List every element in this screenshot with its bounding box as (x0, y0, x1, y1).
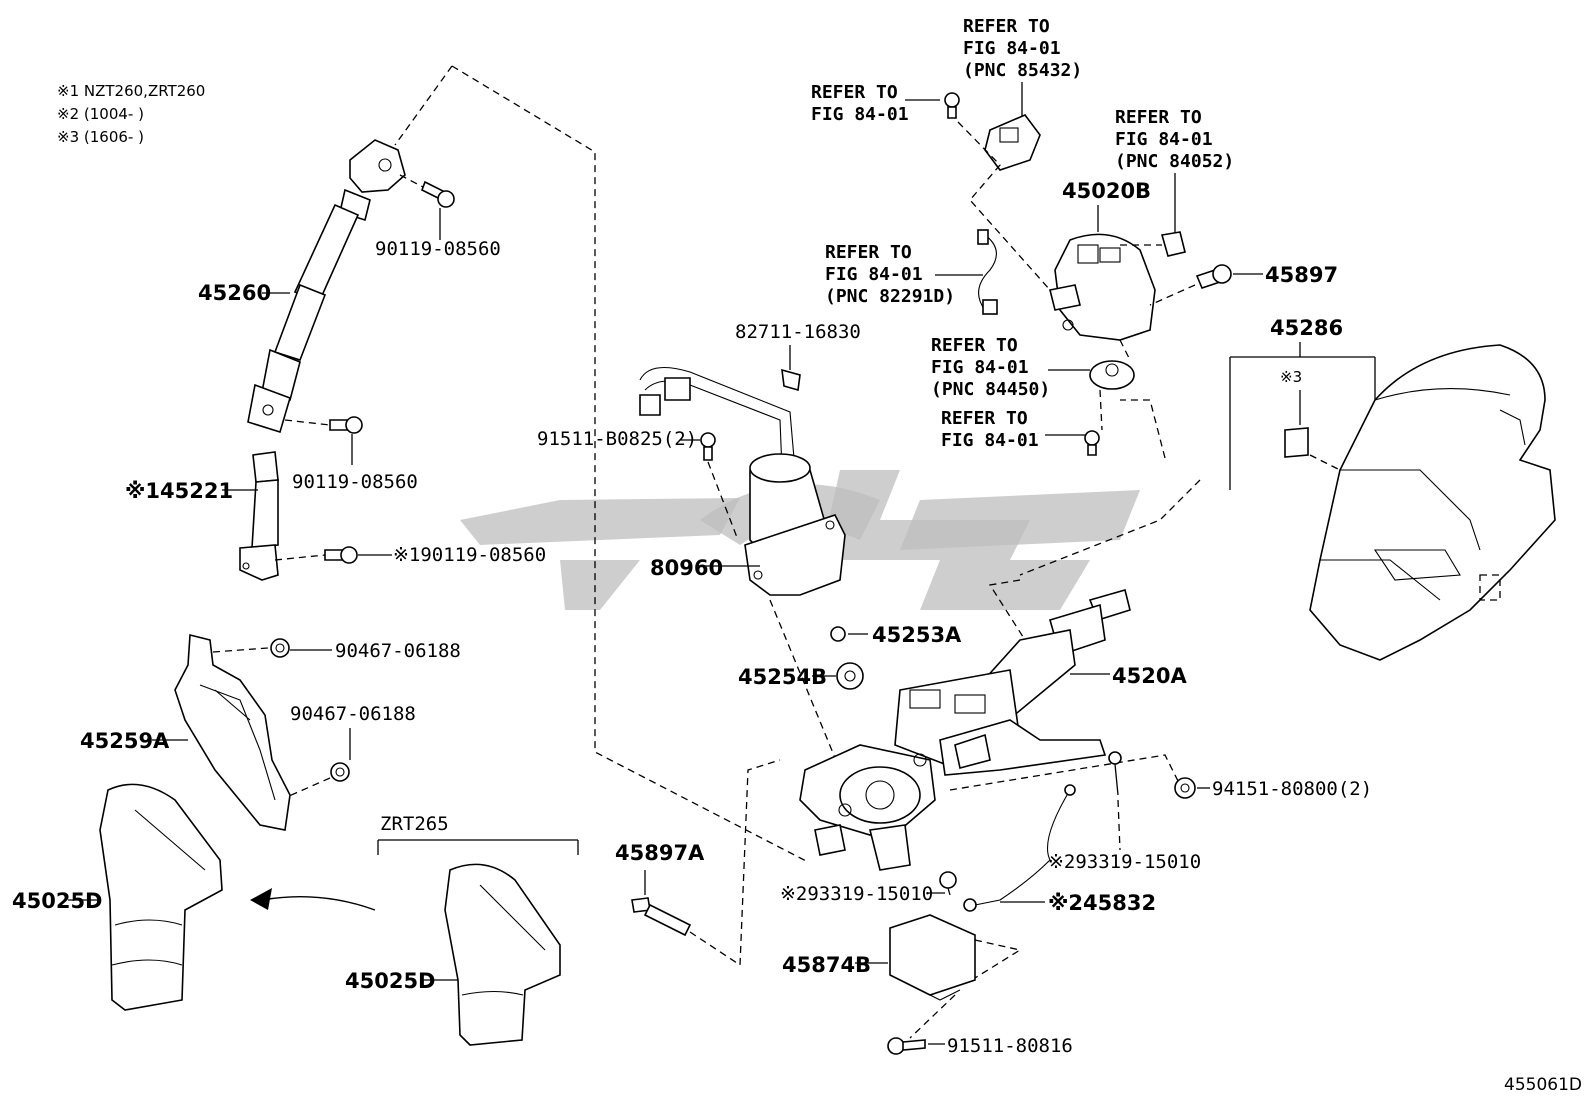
ref-1-line-1: REFER TO (963, 16, 1050, 37)
label-45832: ※245832 (1048, 891, 1156, 915)
steering-column-4520A (799, 589, 1131, 871)
label-45259A: 45259A (80, 729, 170, 753)
bolt-90119-mid (329, 416, 363, 434)
legend: ※1 NZT260,ZRT260 ※2 (1004- ) ※3 (1606- ) (57, 82, 205, 146)
label-zrt265: ZRT265 (380, 813, 449, 835)
label-94151-80800: 94151-80800(2) (1212, 778, 1372, 800)
label-90119-08560-mid: 90119-08560 (292, 471, 418, 493)
sensor-84052 (1160, 231, 1186, 257)
label-90119-08560-low: ※190119-08560 (393, 544, 546, 566)
legend-line-3: ※3 (1606- ) (57, 128, 144, 146)
label-93319-15010-left: ※293319-15010 (780, 883, 933, 905)
bolt-45897A (631, 897, 692, 937)
bolt-91511-bottom (887, 1037, 926, 1055)
legend-line-1: ※1 NZT260,ZRT260 (57, 82, 205, 100)
switch-85432 (984, 114, 1041, 171)
gear-45254B (836, 662, 864, 690)
arrow-left (250, 888, 376, 911)
ref-3-line-3: (PNC 84052) (1115, 151, 1234, 172)
clamp-82711 (781, 368, 801, 392)
ref-2-line-2: FIG 84-01 (811, 104, 909, 125)
label-45260: 45260 (198, 281, 271, 305)
cover-45025D-right (444, 863, 561, 1046)
harness-80960 (639, 366, 796, 471)
ref-4-line-2: FIG 84-01 (825, 264, 923, 285)
cover-45874B (889, 914, 976, 1001)
cover-45025D-left (99, 783, 223, 1011)
screw-ref-6 (1084, 430, 1100, 456)
gear-45253A (830, 626, 846, 642)
ref-1-line-2: FIG 84-01 (963, 38, 1061, 59)
label-90467-06188-a: 90467-06188 (335, 640, 461, 662)
screw-ref-2 (944, 92, 960, 119)
label-90467-06188-b: 90467-06188 (290, 703, 416, 725)
shaft-45221 (239, 451, 279, 581)
label-45254B: 45254B (738, 665, 827, 689)
bolt-93319-right (1108, 751, 1122, 796)
label-4520A: 4520A (1112, 664, 1187, 688)
ref-5-line-3: (PNC 84450) (931, 379, 1050, 400)
label-90119-08560-top: 90119-08560 (375, 238, 501, 260)
ref-2-line-1: REFER TO (811, 82, 898, 103)
ref-1-line-3: (PNC 85432) (963, 60, 1082, 81)
motor-80960 (744, 453, 846, 596)
label-45020B: 45020B (1062, 179, 1151, 203)
label-45221: ※145221 (125, 479, 233, 503)
bolt-90119-top (420, 180, 455, 208)
caution-label-45286 (1284, 427, 1309, 458)
bolt-91511-top (700, 432, 716, 461)
label-45253A: 45253A (872, 623, 962, 647)
sensor-84450 (1089, 360, 1135, 390)
label-box-45286 (1229, 356, 1376, 490)
clip-90467-a (270, 638, 290, 658)
label-45897A: 45897A (615, 841, 705, 865)
ref-4-line-3: (PNC 82291D) (825, 286, 955, 307)
ref-3-line-2: FIG 84-01 (1115, 129, 1213, 150)
cable-82291D (977, 229, 998, 315)
cover-45259A (174, 633, 291, 831)
grommet-94151 (1174, 777, 1196, 799)
label-91511-B0825: 91511-B0825(2) (537, 428, 697, 450)
ref-6-line-2: FIG 84-01 (941, 430, 1039, 451)
label-45025D-left: 45025D (12, 889, 103, 913)
note-3: ※3 (1280, 368, 1302, 386)
label-93319-15010-right: ※293319-15010 (1048, 851, 1201, 873)
label-45897: 45897 (1265, 263, 1338, 287)
figure-id: 455061D (1504, 1075, 1582, 1095)
dashed-boundary (394, 65, 809, 863)
column-cover (1309, 344, 1556, 661)
ref-6-line-1: REFER TO (941, 408, 1028, 429)
label-45286: 45286 (1270, 316, 1343, 340)
ref-3-line-1: REFER TO (1115, 107, 1202, 128)
label-45025D-right: 45025D (345, 969, 436, 993)
ref-4-line-1: REFER TO (825, 242, 912, 263)
label-91511-80816: 91511-80816 (947, 1035, 1073, 1057)
intermediate-shaft (247, 139, 406, 434)
bolt-93319-left (939, 871, 957, 896)
lock-housing-45020B (1049, 233, 1156, 341)
ground-wire-45832 (963, 784, 1076, 912)
zrt265-bracket (377, 839, 579, 855)
bolt-90119-low (324, 546, 358, 564)
label-45874B: 45874B (782, 953, 871, 977)
bolt-45897 (1195, 264, 1232, 289)
legend-line-2: ※2 (1004- ) (57, 105, 144, 123)
label-82711-16830: 82711-16830 (735, 321, 861, 343)
clip-90467-b (330, 762, 350, 782)
ref-5-line-2: FIG 84-01 (931, 357, 1029, 378)
ref-5-line-1: REFER TO (931, 335, 1018, 356)
label-80960: 80960 (650, 556, 723, 580)
